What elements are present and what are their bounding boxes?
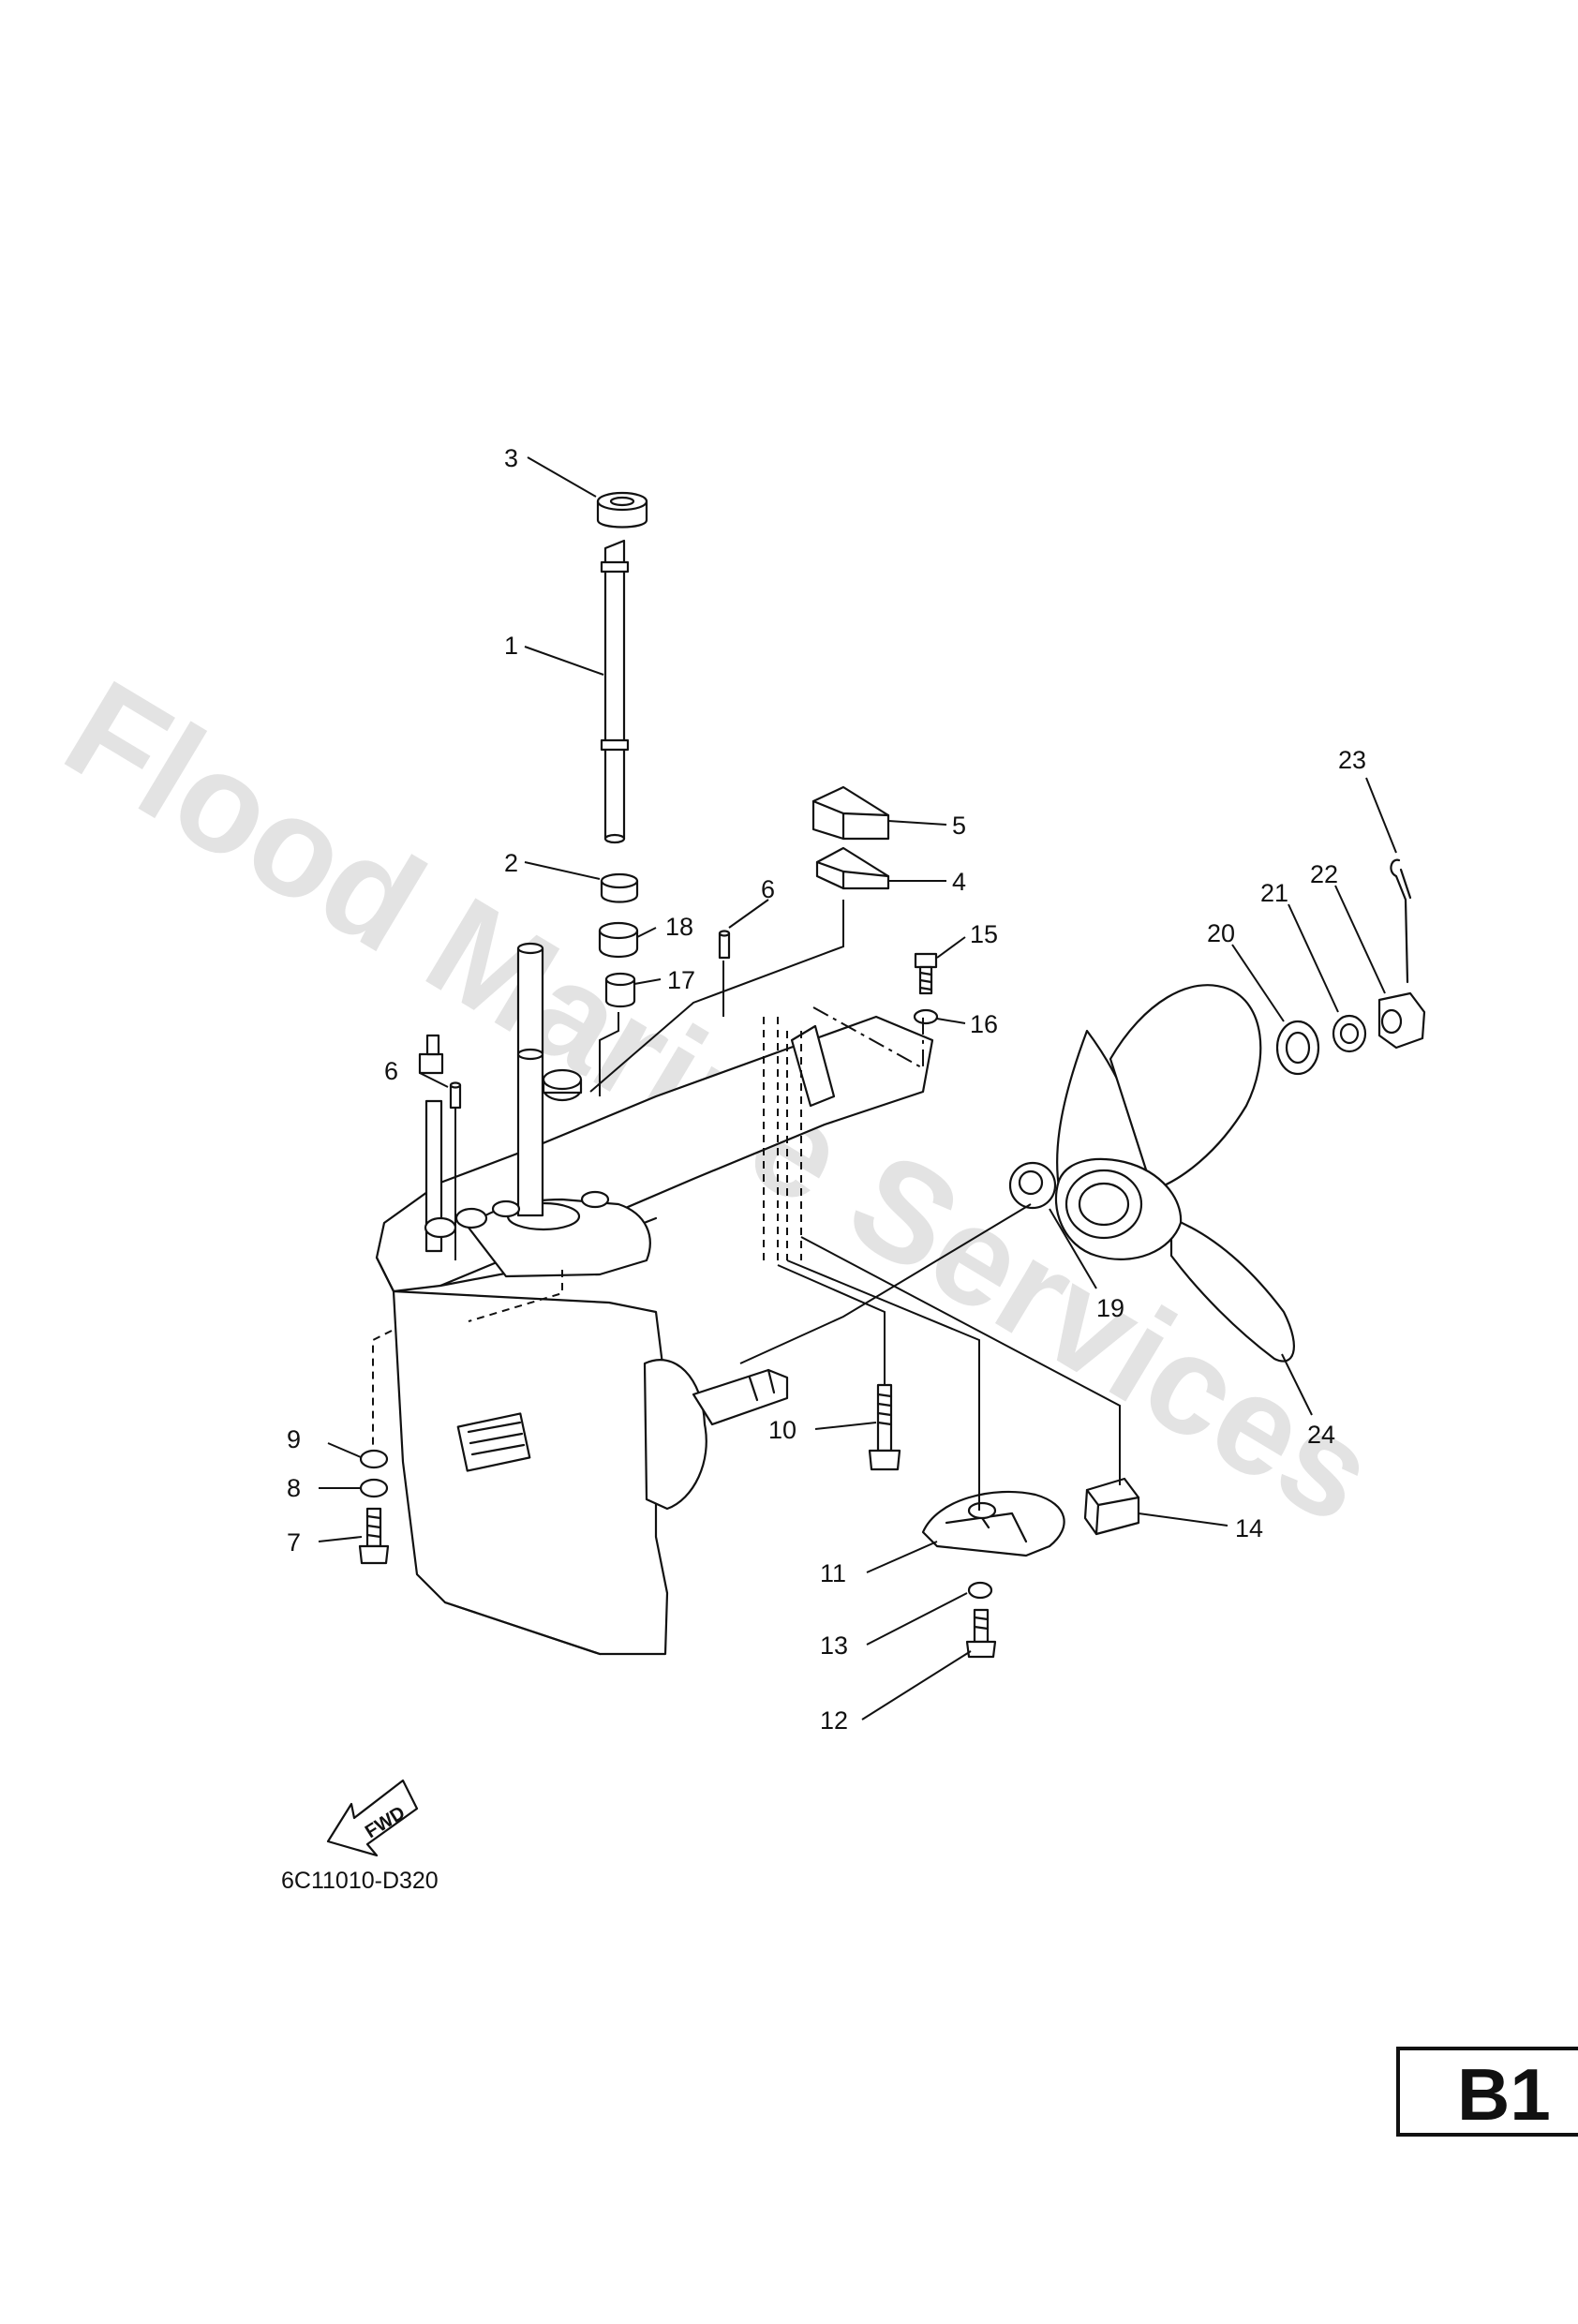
propeller-part-24 xyxy=(1054,984,1295,1363)
callout-20: 20 xyxy=(1207,919,1235,947)
bolt-part-15 xyxy=(914,952,938,995)
callout-6: 6 xyxy=(761,875,775,903)
propeller-nut-part-22 xyxy=(1377,991,1426,1050)
callout-19: 19 xyxy=(1096,1294,1124,1322)
dowel-pin-part-6-right xyxy=(718,930,731,960)
callout-10: 10 xyxy=(768,1416,796,1444)
callout-24: 24 xyxy=(1307,1421,1335,1449)
callout-3: 3 xyxy=(504,444,518,472)
trim-tab-part-11 xyxy=(921,1490,1065,1557)
anode-part-14 xyxy=(1083,1477,1140,1536)
forward-arrow-icon: FWD xyxy=(326,1779,419,1857)
bolt-part-7 xyxy=(358,1507,390,1565)
washer-part-21 xyxy=(1332,1014,1367,1053)
callout-labels: 3 1 2 5 4 6 18 17 15 16 6 23 22 21 20 19… xyxy=(287,444,1366,1735)
wedge-part-5 xyxy=(811,785,890,841)
callout-13: 13 xyxy=(820,1631,848,1660)
callout-8: 8 xyxy=(287,1474,301,1502)
callout-15: 15 xyxy=(970,920,998,948)
callout-1: 1 xyxy=(504,632,518,660)
bushing-part-17 xyxy=(604,972,636,1008)
callout-2: 2 xyxy=(504,849,518,877)
wedge-part-4 xyxy=(815,846,890,890)
callout-9: 9 xyxy=(287,1425,301,1453)
callout-7: 7 xyxy=(287,1528,301,1557)
water-tube-part-1 xyxy=(600,539,630,844)
grommet-part-3 xyxy=(596,491,648,529)
callout-23: 23 xyxy=(1338,746,1366,774)
callout-21: 21 xyxy=(1260,879,1288,907)
callout-18: 18 xyxy=(665,913,693,941)
diagram-code: 6C11010-D320 xyxy=(281,1868,439,1894)
washer-part-8 xyxy=(359,1478,389,1498)
cotter-pin-part-23 xyxy=(1390,858,1412,984)
grommet-part-2 xyxy=(600,872,639,903)
callout-11: 11 xyxy=(820,1559,846,1587)
seal-part-18 xyxy=(598,921,639,959)
callout-5: 5 xyxy=(952,812,966,840)
washer-part-16 xyxy=(913,1008,939,1025)
washer-part-13 xyxy=(967,1581,993,1600)
callout-6-left: 6 xyxy=(384,1057,398,1085)
callout-leaders xyxy=(318,456,1397,1721)
section-label: B1 xyxy=(1457,2053,1551,2136)
callout-12: 12 xyxy=(820,1706,848,1735)
callout-4: 4 xyxy=(952,868,966,896)
lower-casing xyxy=(375,942,934,1656)
thrust-washer-part-19 xyxy=(1008,1161,1057,1210)
dowel-pin-part-6-left xyxy=(449,1081,462,1110)
spacer-part-20 xyxy=(1275,1020,1320,1076)
bolt-part-12 xyxy=(965,1608,997,1659)
callout-16: 16 xyxy=(970,1010,998,1038)
callout-22: 22 xyxy=(1310,860,1338,888)
bolt-part-10 xyxy=(868,1383,901,1471)
washer-part-9 xyxy=(359,1449,389,1469)
callout-17: 17 xyxy=(667,966,695,994)
callout-14: 14 xyxy=(1235,1514,1263,1542)
section-label-box: B1 xyxy=(1396,2047,1578,2137)
